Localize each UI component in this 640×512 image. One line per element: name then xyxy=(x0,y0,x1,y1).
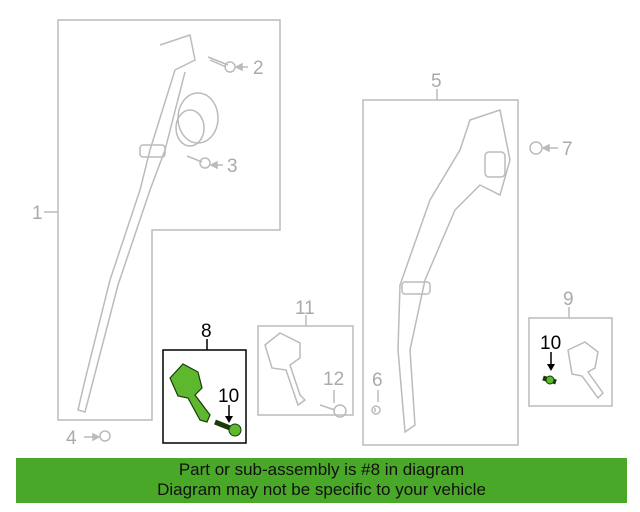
frame-part-8 xyxy=(162,349,247,444)
banner-line-1: Part or sub-assembly is #8 in diagram xyxy=(178,460,465,479)
seat-belt-assembly-drawing xyxy=(77,34,196,413)
callout-7: 7 xyxy=(562,139,573,160)
callout-9: 9 xyxy=(563,289,574,310)
seat-belt-buckle-drawing xyxy=(169,363,211,423)
callout-6: 6 xyxy=(372,370,383,391)
callout-11: 11 xyxy=(295,298,315,319)
callout-10-box8: 10 xyxy=(218,386,239,407)
callout-3: 3 xyxy=(227,156,238,177)
callout-12: 12 xyxy=(323,369,344,390)
frame-part-9 xyxy=(528,317,613,407)
frame-part-5 xyxy=(362,99,519,446)
banner-line-2: Diagram may not be specific to your vehi… xyxy=(157,480,486,499)
callout-5: 5 xyxy=(431,71,442,92)
callout-4: 4 xyxy=(66,428,77,449)
frame-part-1 xyxy=(57,19,281,421)
highlighted-part-8[interactable] xyxy=(162,339,247,444)
callout-8[interactable]: 8 xyxy=(201,321,212,342)
callout-2: 2 xyxy=(253,58,264,79)
info-banner: Part or sub-assembly is #8 in diagram Di… xyxy=(16,458,627,503)
callout-1: 1 xyxy=(32,203,43,224)
callout-10-box9: 10 xyxy=(540,333,561,354)
